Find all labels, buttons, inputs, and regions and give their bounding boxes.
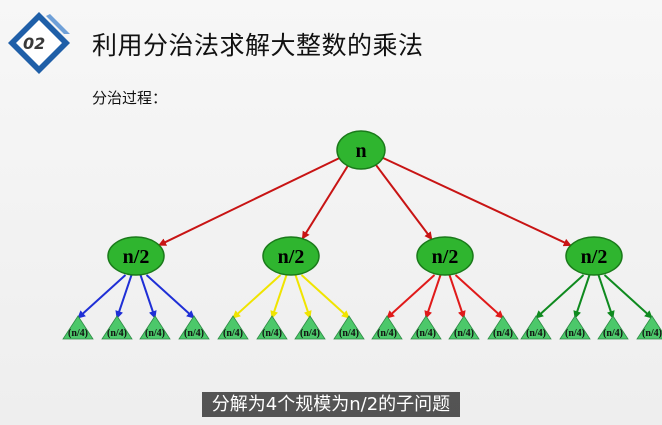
leaf-node: (n/4) (520, 315, 552, 340)
child-label: n/2 (123, 246, 150, 268)
leaf-label: (n/4) (223, 328, 243, 339)
leaf-node: (n/4) (178, 315, 210, 340)
leaf-label: (n/4) (68, 328, 88, 339)
child-node-1: n/2 (107, 236, 165, 276)
branch-2-edge-2 (270, 274, 288, 319)
leaf-label: (n/4) (565, 328, 585, 339)
branch-3-edge-4 (454, 274, 504, 319)
badge-diamond-inner (16, 20, 62, 66)
leaf-node: (n/4) (371, 315, 403, 340)
leaf-label: (n/4) (262, 328, 282, 339)
leaf-node: (n/4) (410, 315, 442, 340)
leaf-node: (n/4) (333, 315, 365, 340)
leaf-node: (n/4) (139, 315, 171, 340)
process-subtitle: 分治过程： (92, 89, 168, 107)
leaf-label: (n/4) (603, 328, 623, 339)
branch-4-edge-1 (535, 274, 585, 319)
branch-4-edge-3 (597, 274, 615, 319)
leaf-label: (n/4) (107, 328, 127, 339)
branch-3-edge-1 (386, 274, 436, 319)
leaf-label: (n/4) (339, 328, 359, 339)
leaf-node: (n/4) (597, 315, 629, 340)
leaf-label: (n/4) (416, 328, 436, 339)
child-label: n/2 (278, 246, 305, 268)
child-node-4: n/2 (565, 236, 623, 276)
section-number: 02 (23, 34, 46, 53)
child-node-3: n/2 (416, 236, 474, 276)
caption-text: 分解为4个规模为n/2的子问题 (201, 392, 461, 417)
leaf-node: (n/4) (559, 315, 591, 340)
branch-1-edge-1 (77, 274, 127, 319)
leaf-label: (n/4) (454, 328, 474, 339)
child-node-2: n/2 (262, 236, 320, 276)
branch-4-edge-2 (573, 274, 591, 319)
leaf-label: (n/4) (184, 328, 204, 339)
slide-title: 利用分治法求解大整数的乘法 (92, 31, 424, 60)
tree-edges (77, 156, 653, 319)
badge-accent (46, 14, 70, 34)
branch-1-edge-3 (139, 274, 157, 319)
branch-1-edge-2 (115, 274, 133, 319)
leaf-node: (n/4) (217, 315, 249, 340)
root-label: n (355, 140, 366, 162)
root-edge-2 (301, 165, 349, 240)
branch-2-edge-4 (300, 274, 350, 319)
branch-3-edge-3 (448, 274, 466, 319)
root-node: n (336, 130, 386, 170)
root-edge-1 (158, 157, 340, 247)
leaf-label: (n/4) (642, 328, 662, 339)
leaf-node: (n/4) (62, 315, 94, 340)
leaf-label: (n/4) (300, 328, 320, 339)
branch-1-edge-4 (145, 274, 195, 319)
section-badge (8, 12, 70, 74)
branch-3-edge-2 (424, 274, 442, 319)
leaf-node: (n/4) (256, 315, 288, 340)
leaf-node: (n/4) (487, 315, 519, 340)
child-label: n/2 (432, 246, 459, 268)
root-edge-3 (375, 164, 433, 241)
child-label: n/2 (581, 246, 608, 268)
subtitle-caption: 分解为4个规模为n/2的子问题 (0, 390, 662, 420)
branch-2-edge-1 (232, 274, 282, 319)
leaf-node: (n/4) (448, 315, 480, 340)
leaf-label: (n/4) (145, 328, 165, 339)
root-edge-4 (382, 156, 572, 247)
leaf-label: (n/4) (493, 328, 513, 339)
leaf-node: (n/4) (294, 315, 326, 340)
leaf-label: (n/4) (526, 328, 546, 339)
branch-2-edge-3 (294, 274, 312, 319)
leaf-node: (n/4) (101, 315, 133, 340)
tree-nodes: (n/4) (n/4) (n/4) (n/4) (n/4) (n/4) (n/4) (n/4)… (62, 130, 662, 340)
leaf-label: (n/4) (377, 328, 397, 339)
branch-4-edge-4 (603, 274, 653, 319)
leaf-node: (n/4) (636, 315, 662, 340)
